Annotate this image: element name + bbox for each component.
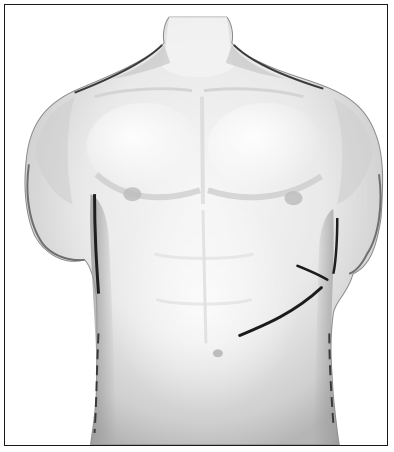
right-pectoral xyxy=(208,103,323,191)
sternum-line xyxy=(202,97,203,204)
navel xyxy=(213,349,223,357)
neck xyxy=(162,17,234,77)
right-nipple xyxy=(285,191,303,205)
illustration-frame xyxy=(4,4,388,446)
left-nipple xyxy=(123,187,141,201)
torso-illustration xyxy=(5,5,387,445)
